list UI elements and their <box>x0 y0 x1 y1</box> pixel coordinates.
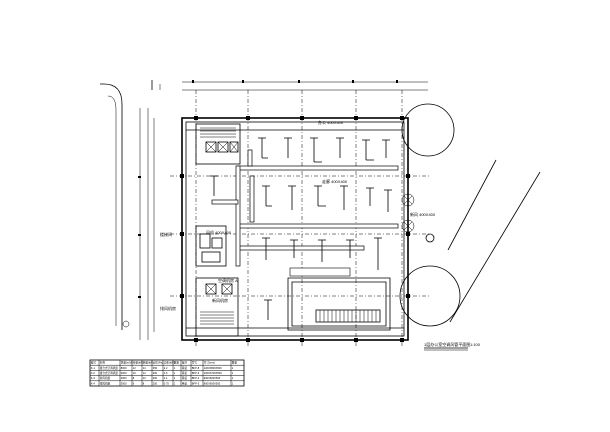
table-cell: 8 <box>143 381 145 385</box>
table-cell: K-2 <box>91 371 96 375</box>
table-cell: BFP-6 <box>192 371 200 375</box>
site-boundary-right <box>399 103 541 327</box>
core-rooms <box>195 123 241 337</box>
table-cell: 1 <box>232 371 234 375</box>
room-labels: 走廊 400X400 风机 400X400 办公 400X400 新风 400X… <box>160 119 436 311</box>
table-header-cell: 名称 <box>100 361 106 365</box>
building-walls <box>180 116 410 342</box>
table-header-cell: 尺寸(mm) <box>204 361 215 365</box>
drawing-scale: 1:100 <box>470 342 481 347</box>
table-cell: 1 <box>174 376 176 380</box>
table-header-cell: 热量(kW) <box>143 361 154 365</box>
grid-axes <box>170 90 430 348</box>
table-header-cell: 冷量(kW) <box>133 361 144 365</box>
site-boundary-left <box>100 80 161 330</box>
table-header-cell: 数量 <box>232 361 238 365</box>
table-cell: 12 <box>143 371 146 375</box>
drawing-title-block: 1层办公室空调风管平面图 1:100 <box>424 341 481 351</box>
room-label-g: 排风机房 <box>160 305 176 311</box>
table-cell: 14 <box>143 366 146 370</box>
supply-ducts <box>211 149 399 267</box>
table-cell: K-1 <box>91 366 96 370</box>
table-cell: 12 <box>133 366 136 370</box>
table-cell: 1 <box>232 376 234 380</box>
table-cell: K-3 <box>91 376 96 380</box>
table-cell: 6000 <box>121 371 127 375</box>
table-cell: 10 <box>133 371 136 375</box>
table-header-cell: 型号 <box>192 361 198 365</box>
table-cell: 1 <box>174 371 176 375</box>
table-cell: 吊装 <box>182 376 188 380</box>
room-label-h: 楼梯间 <box>160 231 172 237</box>
table-cell: 1000X700X600 <box>204 371 222 375</box>
table-cell: 250 <box>153 381 158 385</box>
room-label-b: 风机 400X400 <box>206 229 232 235</box>
table-cell: 300 <box>153 376 158 380</box>
return-duct-loop <box>287 267 391 331</box>
table-cell: K-4 <box>91 381 96 385</box>
diffuser-branches <box>210 137 392 320</box>
table-header-cell: 功率(kW) <box>164 361 175 365</box>
table-cell: BFP-3 <box>192 381 200 385</box>
table-cell: 排风机组 <box>100 381 111 385</box>
equipment-schedule-table: 编号名称风量(m3/h)冷量(kW)热量(kW)全压(Pa)功率(kW)数量备注… <box>89 359 245 387</box>
room-label-f: 新风机房 <box>212 297 228 303</box>
table-header-cell: 备注 <box>182 361 188 365</box>
table-cell: 1.1 <box>164 376 168 380</box>
table-cell: 1 <box>174 366 176 370</box>
table-cell: 1.5 <box>164 371 168 375</box>
table-cell: 1 <box>174 381 176 385</box>
table-cell: 新风机组 <box>100 376 111 380</box>
table-cell: 1 <box>232 381 234 385</box>
table-cell: 吊装 <box>182 381 188 385</box>
table-cell: 组合式空调机组 <box>100 371 119 375</box>
table-cell: 1 <box>232 366 234 370</box>
table-cell: 吊装 <box>182 371 188 375</box>
table-cell: 0.75 <box>164 381 170 385</box>
equipment-bank <box>315 309 381 323</box>
table-cell: 8 <box>133 376 135 380</box>
drawing-title: 1层办公室空调风管平面图 <box>424 341 470 347</box>
table-cell: 1200X800X600 <box>204 366 222 370</box>
table-header-cell: 风量(m3/h) <box>121 361 134 365</box>
table-cell: 吊装 <box>182 366 188 370</box>
room-label-a: 走廊 400X400 <box>322 178 348 184</box>
table-cell: 6 <box>133 381 135 385</box>
table-cell: 8000 <box>121 366 127 370</box>
table-cell: 3000 <box>121 381 127 385</box>
room-label-e: 空调机房 A <box>218 277 238 283</box>
table-cell: 900X600X500 <box>204 376 221 380</box>
table-cell: 350 <box>153 366 158 370</box>
table-cell: 组合式空调机组 <box>100 366 119 370</box>
dimension-lines <box>138 80 428 340</box>
table-cell: 10 <box>143 376 146 380</box>
table-header-cell: 数量 <box>174 361 180 365</box>
room-label-c: 办公 400X400 <box>318 119 344 125</box>
table-cell: 2.2 <box>164 366 168 370</box>
table-header-cell: 全压(Pa) <box>153 361 163 365</box>
room-label-d: 新风 400X400 <box>410 211 436 217</box>
table-cell: BFP-4 <box>192 376 200 380</box>
table-cell: 800X600X500 <box>204 381 221 385</box>
table-cell: 300 <box>153 371 158 375</box>
table-header-cell: 编号 <box>91 361 97 365</box>
table-cell: 4000 <box>121 376 127 380</box>
table-cell: BFP-8 <box>192 366 200 370</box>
